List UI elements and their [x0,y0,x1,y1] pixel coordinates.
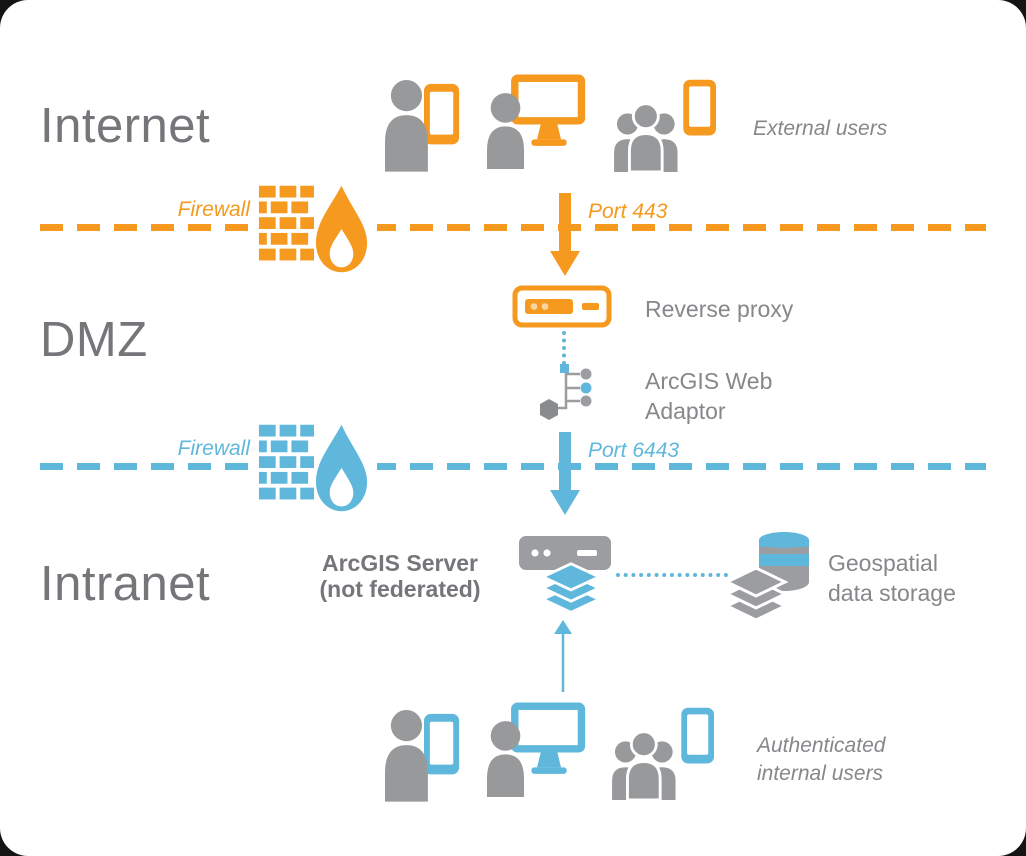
firewall-bottom-label: Firewall [177,437,250,460]
zone-label-internet: Internet [40,99,211,153]
web-adaptor-label: ArcGIS Web Adaptor [645,368,773,425]
arcgis-web-adaptor-icon [536,364,608,424]
external-user-tablet-icon [385,66,463,172]
server-to-storage-connector [616,573,728,577]
firewall-boundary-bottom [40,463,986,470]
firewall-boundary-top [40,224,986,231]
geospatial-storage-caption: Geospatial data storage [828,550,956,607]
reverse-proxy-label: Reverse proxy [645,296,794,322]
arcgis-server-box-icon [519,536,611,570]
port-443-label: Port 443 [588,200,668,223]
port-6443-arrow-down-icon [550,432,580,515]
internal-user-desktop-icon [487,694,587,800]
firewall-brick-flame-icon-bottom [253,422,377,514]
external-users-caption: External users [753,117,888,140]
geospatial-storage-icon [725,528,811,622]
proxy-to-adaptor-connector [562,331,566,365]
internal-user-group-icon [610,700,718,800]
external-user-group-icon [612,72,720,172]
internal-users-arrow-up-icon [554,620,572,692]
arcgis-server-title: ArcGIS Server [322,550,478,576]
firewall-top-label: Firewall [177,198,250,221]
arcgis-server-layers-icon [540,560,602,618]
arcgis-server-subtitle: (not federated) [319,576,481,603]
internal-user-tablet-icon [385,696,463,802]
reverse-proxy-server-icon [512,285,612,328]
firewall-brick-flame-icon-top [253,183,377,275]
authenticated-users-caption: Authenticated internal users [757,734,886,786]
zone-label-dmz: DMZ [40,313,148,367]
port-6443-label: Port 6443 [588,439,680,462]
zone-label-intranet: Intranet [40,557,211,611]
external-user-desktop-icon [487,66,587,172]
port-443-arrow-down-icon [550,193,580,276]
